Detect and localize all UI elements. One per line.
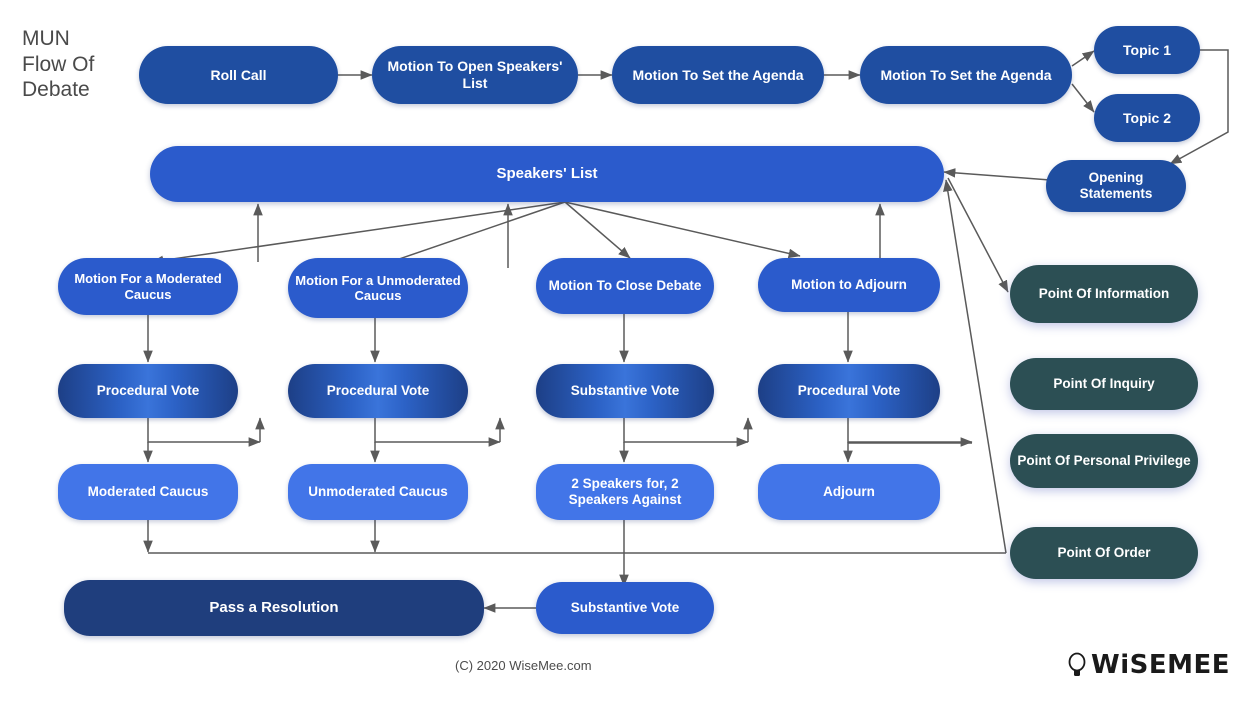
node-motion-adjourn[interactable]: Motion to Adjourn [758, 258, 940, 312]
node-two-speakers-for-against[interactable]: 2 Speakers for, 2 Speakers Against [536, 464, 714, 520]
node-point-of-personal-privilege[interactable]: Point Of Personal Privilege [1010, 434, 1198, 488]
node-procedural-vote-2[interactable]: Procedural Vote [288, 364, 468, 418]
node-pass-a-resolution[interactable]: Pass a Resolution [64, 580, 484, 636]
wisemee-logo: WiSEMEE [1067, 650, 1230, 680]
node-point-of-order[interactable]: Point Of Order [1010, 527, 1198, 579]
node-procedural-vote-3[interactable]: Procedural Vote [758, 364, 940, 418]
node-unmoderated-caucus[interactable]: Unmoderated Caucus [288, 464, 468, 520]
logo-wordmark: WiSEMEE [1091, 650, 1230, 680]
copyright-text: (C) 2020 WiseMee.com [455, 658, 592, 673]
node-substantive-vote-2[interactable]: Substantive Vote [536, 582, 714, 634]
node-motion-unmoderated-caucus[interactable]: Motion For a Unmoderated Caucus [288, 258, 468, 318]
title-line-2: Flow Of [22, 52, 95, 76]
lightbulb-icon [1067, 652, 1087, 678]
node-motion-close-debate[interactable]: Motion To Close Debate [536, 258, 714, 314]
node-procedural-vote-1[interactable]: Procedural Vote [58, 364, 238, 418]
title-line-1: MUN [22, 27, 70, 50]
node-roll-call[interactable]: Roll Call [139, 46, 338, 104]
node-motion-open-speakers-list[interactable]: Motion To Open Speakers' List [372, 46, 578, 104]
node-motion-set-agenda-1[interactable]: Motion To Set the Agenda [612, 46, 824, 104]
node-point-of-information[interactable]: Point Of Information [1010, 265, 1198, 323]
node-motion-set-agenda-2[interactable]: Motion To Set the Agenda [860, 46, 1072, 104]
node-speakers-list[interactable]: Speakers' List [150, 146, 944, 202]
node-topic-1[interactable]: Topic 1 [1094, 26, 1200, 74]
page-title: MUN Flow Of Debate [22, 26, 142, 103]
node-motion-moderated-caucus[interactable]: Motion For a Moderated Caucus [58, 258, 238, 315]
title-line-3: Debate [22, 78, 90, 102]
node-moderated-caucus[interactable]: Moderated Caucus [58, 464, 238, 520]
node-point-of-inquiry[interactable]: Point Of Inquiry [1010, 358, 1198, 410]
node-substantive-vote-1[interactable]: Substantive Vote [536, 364, 714, 418]
node-opening-statements[interactable]: Opening Statements [1046, 160, 1186, 212]
node-adjourn[interactable]: Adjourn [758, 464, 940, 520]
node-topic-2[interactable]: Topic 2 [1094, 94, 1200, 142]
